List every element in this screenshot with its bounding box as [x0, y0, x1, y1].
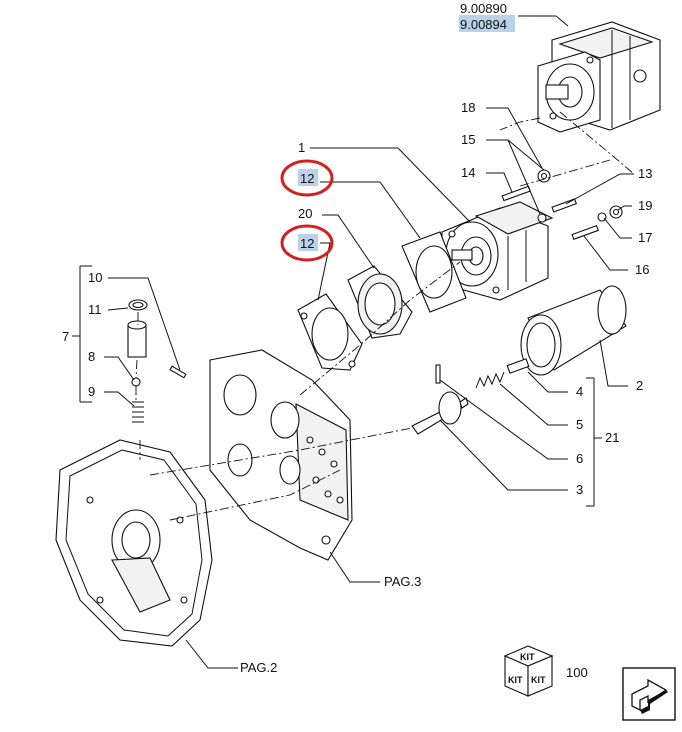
- callout-19[interactable]: 19: [638, 198, 652, 213]
- kit-box-icon[interactable]: KIT KIT KIT: [503, 645, 554, 697]
- callout-15[interactable]: 15: [461, 132, 475, 147]
- callout-2[interactable]: 2: [636, 378, 643, 393]
- assembly-centerlines: [135, 111, 635, 521]
- gasket-upper-drawing: [401, 231, 467, 313]
- kit-label-top: KIT: [520, 652, 535, 662]
- kit-label-right: KIT: [531, 675, 546, 685]
- callout-20[interactable]: 20: [298, 206, 312, 221]
- callout-11[interactable]: 11: [88, 302, 102, 317]
- pump-body-drawing: [441, 201, 554, 301]
- callout-7[interactable]: 7: [62, 329, 69, 344]
- callout-3[interactable]: 3: [576, 482, 583, 497]
- callout-13[interactable]: 13: [638, 166, 652, 181]
- callout-18[interactable]: 18: [461, 100, 475, 115]
- ref-code-primary: 9.00890: [460, 1, 507, 16]
- callout-1[interactable]: 1: [298, 140, 305, 155]
- callout-4[interactable]: 4: [576, 384, 583, 399]
- kit-label-left: KIT: [508, 675, 523, 685]
- callout-12-lower[interactable]: 12: [300, 236, 314, 251]
- callout-5[interactable]: 5: [576, 417, 583, 432]
- shaft-assembly-drawing: [411, 358, 530, 435]
- callout-21[interactable]: 21: [605, 430, 619, 445]
- gearbox-housing-drawing: [209, 349, 353, 561]
- red-circle-marker-upper: [280, 159, 334, 197]
- leader-lines: [72, 15, 634, 669]
- fasteners-drawing: [501, 169, 623, 240]
- callout-12-upper[interactable]: 12: [300, 171, 314, 186]
- ref-code-alternate: 9.00894: [460, 17, 507, 32]
- callout-6[interactable]: 6: [576, 451, 583, 466]
- callout-16[interactable]: 16: [635, 262, 649, 277]
- callout-8[interactable]: 8: [88, 349, 95, 364]
- callout-10[interactable]: 10: [88, 270, 102, 285]
- filter-canister-drawing: [520, 285, 627, 376]
- red-circle-marker-lower: [280, 224, 334, 262]
- page-ref-pag3[interactable]: PAG.3: [384, 574, 421, 589]
- callout-17[interactable]: 17: [638, 230, 652, 245]
- bell-housing-drawing: [55, 439, 213, 647]
- callout-9[interactable]: 9: [88, 384, 95, 399]
- highlight-marks: [298, 15, 515, 251]
- kit-number: 100: [566, 665, 588, 680]
- next-page-arrow-icon[interactable]: [622, 667, 676, 721]
- gasket-lower-drawing: [297, 293, 363, 371]
- callout-14[interactable]: 14: [461, 165, 475, 180]
- valve-parts-drawing: [127, 299, 187, 423]
- adapter-plate-drawing: [347, 265, 413, 339]
- page-ref-pag2[interactable]: PAG.2: [240, 660, 277, 675]
- hydraulic-pump-drawing: [537, 21, 661, 133]
